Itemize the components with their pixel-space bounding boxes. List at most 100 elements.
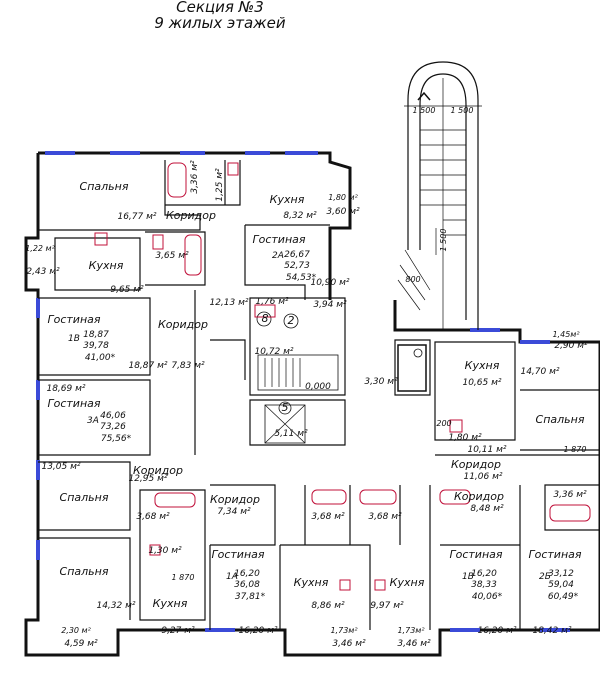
plan-label: 37,81* (235, 592, 266, 602)
plan-label: 9,97 м² (370, 601, 404, 611)
plan-label: 1А (226, 572, 238, 582)
plan-label: 46,06 (100, 411, 126, 421)
plan-label: Коридор (133, 464, 183, 477)
plan-label: Гостиная (528, 548, 581, 561)
plan-label: 2,90 м² (554, 341, 588, 351)
plan-label: 10,65 м² (462, 378, 501, 388)
plan-label: Спальня (536, 413, 585, 426)
outer-stair (397, 61, 482, 330)
plan-label: 10,90 м² (310, 278, 349, 288)
plan-label: Гостиная (252, 233, 305, 246)
plan-label: 16,20 (234, 569, 260, 579)
plan-label: 1В (68, 334, 80, 344)
plan-label: Кухня (153, 597, 188, 610)
plan-label: 14,70 м² (520, 367, 559, 377)
plan-label: 1,80 м² (328, 193, 358, 202)
plan-label: Коридор (451, 458, 501, 471)
plan-label: 36,08 (234, 580, 260, 590)
plan-label: 800 (405, 275, 420, 284)
room-labels: Спальня 16,77 м² Коридор 3,36 м² 1,25 м² Кухн… (25, 106, 588, 649)
plan-label: Кухня (270, 193, 305, 206)
plan-label: 1,73м² (397, 626, 425, 635)
plan-label: 7,83 м² (171, 361, 205, 371)
plan-label: 1 870 (172, 573, 195, 582)
plan-label: 4,59 м² (64, 639, 98, 649)
plan-label: 7,34 м² (217, 507, 251, 517)
plan-label: 3,65 м² (155, 251, 189, 261)
plan-label: 3,46 м² (397, 639, 431, 649)
plan-label: 12,13 м² (209, 298, 248, 308)
plan-label: 8,48 м² (470, 504, 504, 514)
plan-label: Коридор (210, 493, 260, 506)
plan-label: 3,36 м² (553, 490, 587, 500)
plan-label: 14,32 м² (96, 601, 135, 611)
plan-label: Гостиная (47, 397, 100, 410)
plan-label: 1,80 м² (448, 433, 482, 443)
plan-label: 1,73м² (330, 626, 358, 635)
plan-label: 1,45м² (552, 330, 580, 339)
plan-label: 60,49* (548, 592, 579, 602)
plan-label: Коридор (166, 209, 216, 222)
plan-label: 3А (87, 416, 99, 426)
plan-label: 3,68 м² (368, 512, 402, 522)
plan-label: 2А (272, 251, 284, 261)
plan-label: 3,68 м² (136, 512, 170, 522)
plan-label: Спальня (60, 565, 109, 578)
plan-label: 2Б (539, 572, 551, 582)
stairs-block (256, 311, 427, 444)
plan-label: 13,05 м² (41, 462, 80, 472)
plan-label: 10,72 м² (254, 347, 293, 357)
plan-label: 1 500 (439, 229, 448, 252)
plan-label: Кухня (465, 359, 500, 372)
plan-label: 38,33 (471, 580, 497, 590)
plan-label: 11,06 м² (463, 472, 502, 482)
plan-label: 40,06* (472, 592, 503, 602)
plumbing (94, 162, 591, 591)
interior-walls (38, 160, 600, 630)
plan-label: 2 (288, 314, 295, 327)
plan-label: Гостиная (47, 313, 100, 326)
plan-label: 3,60 м² (326, 207, 360, 217)
plan-label: Гостиная (449, 548, 502, 561)
plan-label: 18,42 м² (532, 626, 571, 636)
plan-label: Гостиная (211, 548, 264, 561)
plan-label: 18,87 (83, 330, 109, 340)
plan-label: 1 870 (564, 445, 587, 454)
plan-label: 54,53* (286, 273, 317, 283)
plan-label: 8,32 м² (283, 211, 317, 221)
plan-label: 0,000 (305, 382, 331, 392)
plan-label: Спальня (80, 180, 129, 193)
plan-label: 3,94 м² (313, 300, 347, 310)
plan-label: 1,25 м² (215, 168, 225, 202)
plan-label: 200 (436, 419, 451, 428)
plan-label: 26,67 (284, 250, 310, 260)
plan-label: 2,30 м² (61, 626, 91, 635)
plan-label: 9,27 м² (161, 626, 195, 636)
plan-label: 1В (462, 572, 474, 582)
plan-label: Коридор (454, 490, 504, 503)
plan-label: 73,26 (100, 422, 126, 432)
plan-label: Кухня (294, 576, 329, 589)
plan-label: 16,77 м² (117, 212, 156, 222)
plan-label: 1 500 (451, 106, 474, 115)
plan-label: 1,30 м² (148, 546, 182, 556)
plan-label: 1 500 (413, 106, 436, 115)
plan-label: 33,12 (548, 569, 574, 579)
plan-label: Кухня (390, 576, 425, 589)
plan-label: 3,36 м² (190, 160, 200, 194)
plan-label: 10,11 м² (467, 445, 506, 455)
plan-label: 75,56* (101, 434, 132, 444)
plan-label: 16,20 м² (238, 626, 277, 636)
plan-label: 1,76 м² (255, 297, 289, 307)
plan-label: 5 (282, 401, 289, 414)
plan-label: 16,20 (471, 569, 497, 579)
section-title: Секция №3 (176, 0, 264, 16)
plan-label: 52,73 (284, 261, 310, 271)
plan-label: Спальня (60, 491, 109, 504)
plan-label: 12,95 м² (128, 474, 167, 484)
plan-label: 41,00* (85, 353, 116, 363)
plan-label: 39,78 (83, 341, 109, 351)
plan-label: 3,30 м² (364, 377, 398, 387)
plan-label: 59,04 (548, 580, 574, 590)
